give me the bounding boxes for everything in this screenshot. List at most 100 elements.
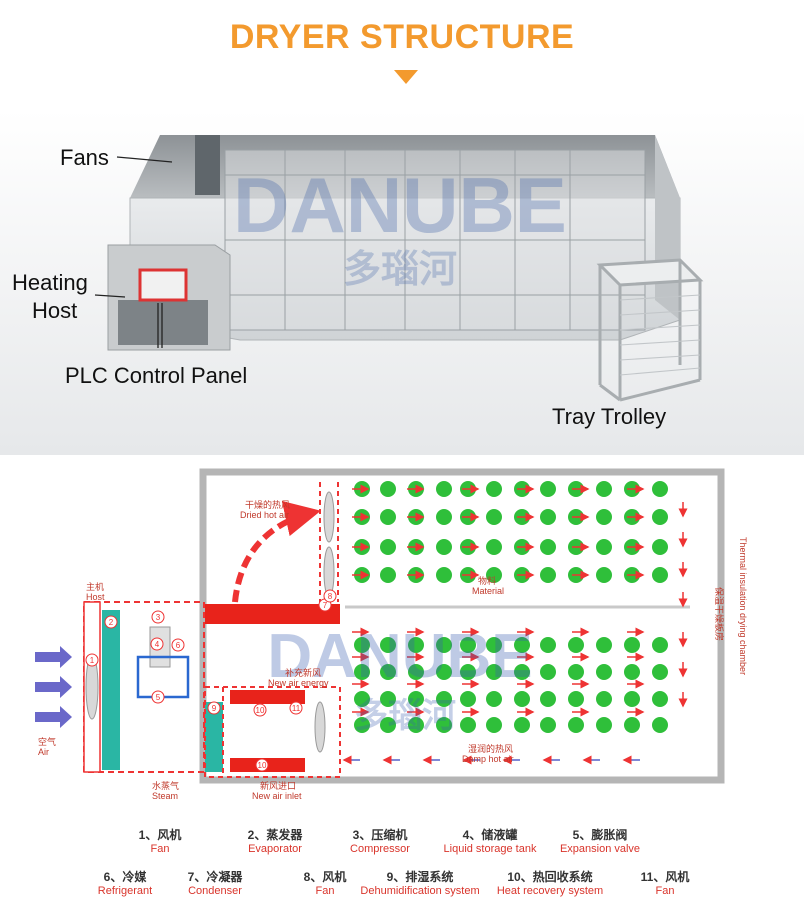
material-ball [486, 664, 502, 680]
material-ball [540, 481, 556, 497]
callout-plc: PLC Control Panel [65, 363, 248, 388]
material-ball [380, 567, 396, 583]
component-number: 4 [155, 640, 160, 649]
material-ball [380, 481, 396, 497]
material-ball [436, 567, 452, 583]
material-ball [568, 637, 584, 653]
material-ball [540, 567, 556, 583]
component-number: 6 [176, 641, 181, 650]
material-ball [540, 691, 556, 707]
material-ball [380, 637, 396, 653]
component-number-badge [85, 653, 99, 667]
component-number-badge [104, 615, 118, 629]
component-number: 5 [156, 693, 161, 702]
fan-column [195, 135, 220, 195]
material-ball [568, 691, 584, 707]
material-ball [354, 717, 370, 733]
component-number: 11 [292, 704, 301, 713]
newair-label-cn: 补充新风 [285, 667, 321, 678]
material-ball [486, 691, 502, 707]
material-ball [652, 664, 668, 680]
material-ball [408, 637, 424, 653]
duct-dashes [204, 482, 341, 778]
material-ball [436, 539, 452, 555]
material-ball [596, 664, 612, 680]
material-ball [568, 664, 584, 680]
material-ball [596, 717, 612, 733]
evaporator [102, 610, 120, 770]
air-inlet-arrows [35, 646, 72, 728]
component-number: 10 [256, 706, 265, 715]
inlet-label-cn: 新风进口 [260, 780, 296, 791]
material-ball [408, 664, 424, 680]
material-ball [486, 717, 502, 733]
material-ball [380, 509, 396, 525]
callout-fans: Fans [60, 145, 109, 170]
material-ball [596, 509, 612, 525]
airflow-arrows [342, 484, 688, 765]
host-label-en: Host [86, 592, 105, 602]
material-ball [624, 637, 640, 653]
material-ball [354, 664, 370, 680]
component-number: 1 [90, 656, 95, 665]
material-ball [652, 481, 668, 497]
glass-panels [224, 149, 646, 331]
material-label-cn: 物料 [478, 575, 496, 586]
component-number-badge [289, 701, 303, 715]
chamber-label-en: Thermal insulation drying chamber [738, 537, 748, 675]
material-label-en: Material [472, 586, 504, 596]
material-ball [652, 691, 668, 707]
title-arrow-icon [394, 70, 418, 84]
newair-label-en: New air energy [268, 678, 329, 688]
material-ball [460, 637, 476, 653]
host-label-cn: 主机 [86, 581, 104, 592]
component-number: 10 [258, 761, 267, 770]
material-ball [514, 691, 530, 707]
material-ball [514, 664, 530, 680]
material-ball [652, 539, 668, 555]
material-ball [652, 509, 668, 525]
component-number-badge [255, 758, 269, 772]
material-ball [408, 691, 424, 707]
hot-air-curve [232, 500, 321, 603]
dried-label-en: Dried hot air [240, 510, 289, 520]
component-number-badge [207, 701, 221, 715]
page-title: DRYER STRUCTURE [229, 18, 575, 56]
material-ball [652, 717, 668, 733]
material-ball [514, 637, 530, 653]
callout-host: Host [32, 298, 78, 323]
component-number-badge [323, 589, 337, 603]
air-label-cn: 空气 [38, 736, 56, 747]
component-number-badge [253, 703, 267, 717]
material-ball [486, 567, 502, 583]
material-ball [540, 664, 556, 680]
dryer-photo: DANUBE 多瑙河 [0, 110, 804, 455]
material-ball [568, 717, 584, 733]
diagram-watermark-cn: 多瑙河 [354, 697, 456, 735]
material-ball [596, 539, 612, 555]
material-ball [354, 691, 370, 707]
component-number-badge [171, 638, 185, 652]
inlet-label-en: New air inlet [252, 791, 302, 801]
material-ball [486, 637, 502, 653]
material-ball [408, 717, 424, 733]
material-ball [540, 509, 556, 525]
steam-label-cn: 水蒸气 [152, 780, 179, 791]
material-ball [514, 717, 530, 733]
callout-lines [94, 156, 173, 348]
material-ball [596, 691, 612, 707]
material-ball [436, 717, 452, 733]
condenser [205, 604, 340, 624]
chamber-label-cn: 保温干燥板房 [714, 587, 725, 641]
component-number-badge [151, 610, 165, 624]
component-number: 2 [109, 618, 114, 627]
